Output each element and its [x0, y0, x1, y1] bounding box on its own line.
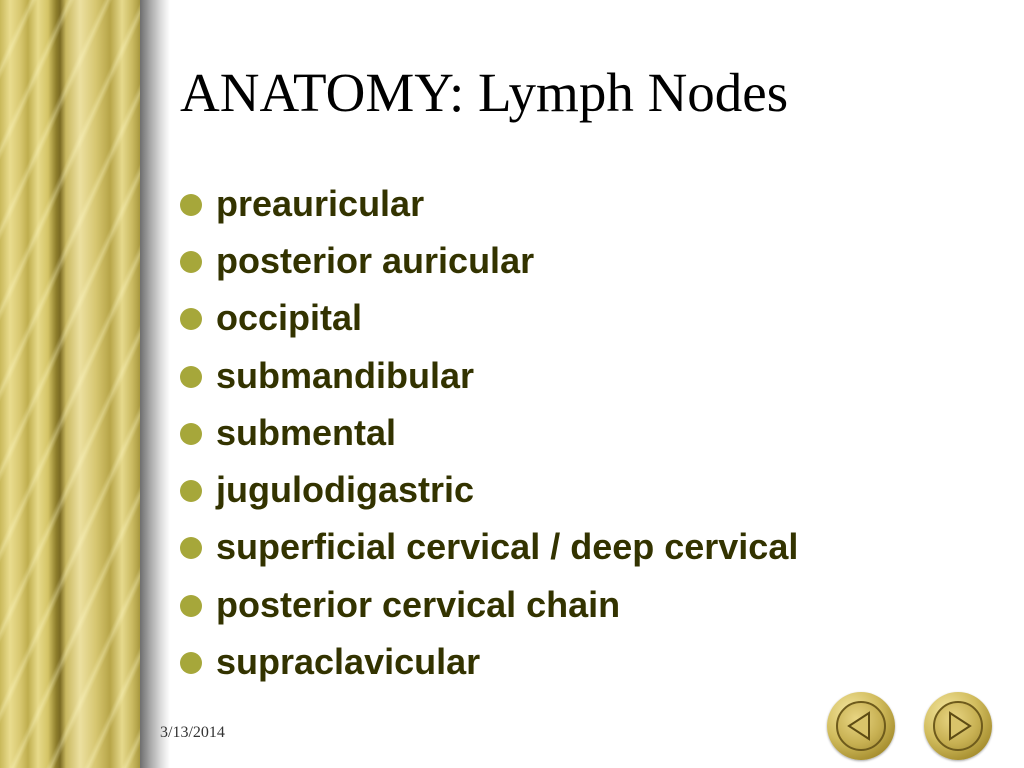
bullet-text: posterior auricular	[216, 239, 535, 281]
list-item: jugulodigastric	[180, 461, 798, 518]
right-arrow-icon	[949, 711, 972, 741]
decorative-pillar	[0, 0, 140, 768]
bullet-text: submental	[216, 411, 397, 453]
bullet-dot-icon	[180, 480, 202, 503]
bullet-text: posterior cervical chain	[216, 583, 621, 625]
bullet-dot-icon	[180, 652, 202, 675]
slide-date: 3/13/2014	[160, 724, 225, 741]
bullet-text: jugulodigastric	[216, 469, 475, 511]
list-item: submandibular	[180, 347, 798, 404]
list-item: supraclavicular	[180, 633, 798, 690]
bullet-text: preauricular	[216, 182, 425, 224]
list-item: preauricular	[180, 175, 798, 232]
previous-slide-button[interactable]	[827, 692, 895, 760]
list-item: superficial cervical / deep cervical	[180, 519, 798, 576]
bullet-dot-icon	[180, 250, 202, 273]
list-item: posterior cervical chain	[180, 576, 798, 633]
bullet-text: occipital	[216, 297, 363, 339]
bullet-text: supraclavicular	[216, 641, 481, 683]
next-slide-button[interactable]	[924, 692, 992, 760]
list-item: occipital	[180, 290, 798, 347]
bullet-text: submandibular	[216, 354, 475, 396]
bullet-dot-icon	[180, 365, 202, 388]
previous-button-ring	[836, 701, 886, 751]
bullet-list: preauricular posterior auricular occipit…	[180, 175, 798, 691]
list-item: submental	[180, 404, 798, 461]
bullet-dot-icon	[180, 193, 202, 216]
bullet-dot-icon	[180, 308, 202, 331]
left-arrow-icon	[847, 711, 870, 741]
pillar-shadow	[140, 0, 170, 768]
slide-title: ANATOMY: Lymph Nodes	[180, 62, 789, 123]
bullet-text: superficial cervical / deep cervical	[216, 526, 799, 568]
bullet-dot-icon	[180, 422, 202, 445]
list-item: posterior auricular	[180, 232, 798, 289]
bullet-dot-icon	[180, 594, 202, 617]
bullet-dot-icon	[180, 537, 202, 560]
